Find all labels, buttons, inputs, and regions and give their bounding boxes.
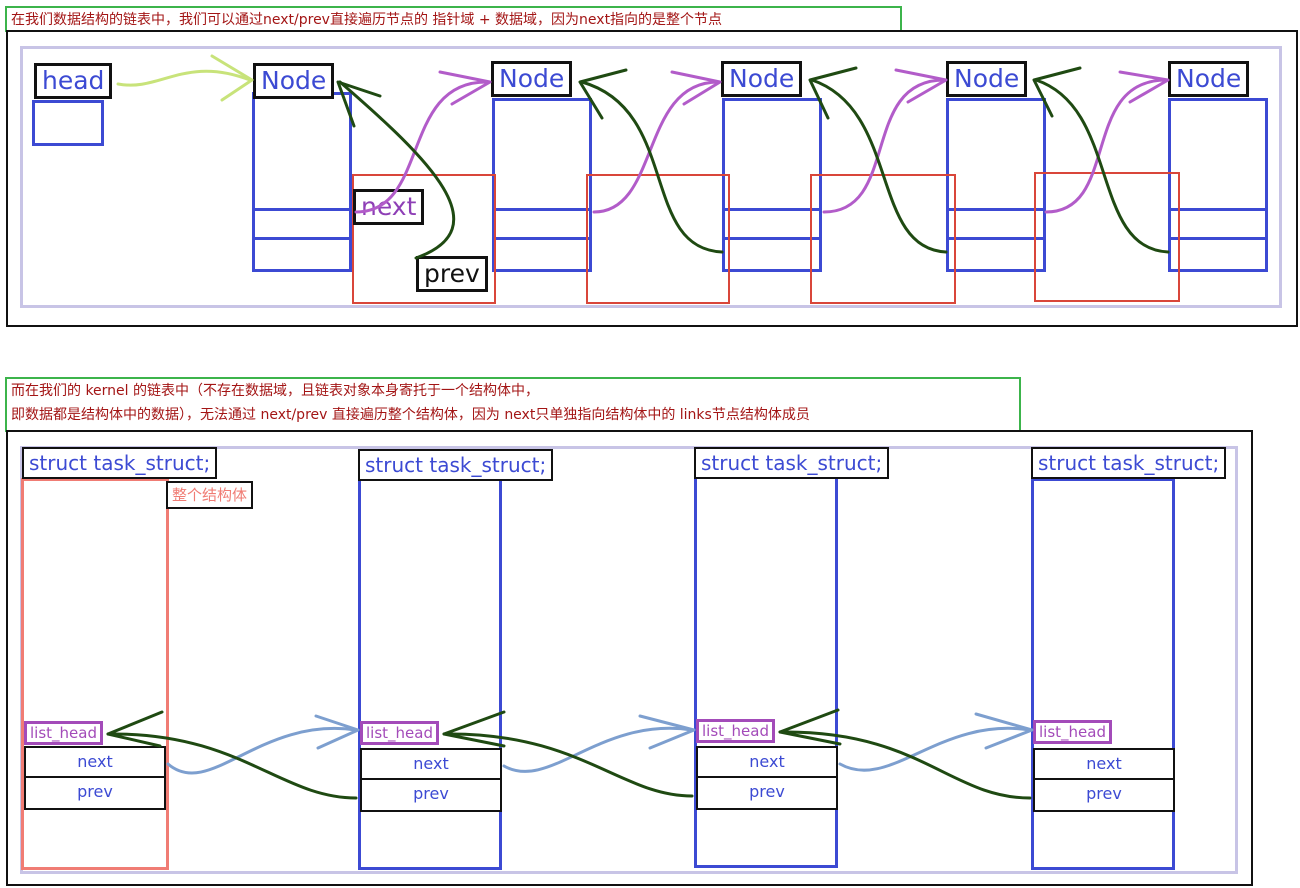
node-2-next-row bbox=[492, 208, 592, 240]
next-label: next bbox=[353, 189, 425, 225]
list-head-label-1: list_head bbox=[24, 721, 103, 745]
next-arrowhead-1 bbox=[438, 70, 492, 106]
kernel-prev-arrow-2 bbox=[442, 732, 694, 798]
node-1-next-row bbox=[252, 208, 352, 240]
kernel-prev-arrowhead-3 bbox=[778, 708, 842, 746]
next-field-2: next bbox=[360, 748, 502, 780]
kernel-prev-arrowhead-2 bbox=[442, 710, 506, 748]
kernel-next-arrow-1 bbox=[166, 726, 358, 775]
node-label-4: Node bbox=[946, 61, 1028, 97]
kernel-next-arrow-2 bbox=[502, 726, 694, 773]
top-caption-text: 在我们数据结构的链表中，我们可以通过next/prev直接遍历节点的 指针域 +… bbox=[11, 12, 723, 28]
node-4-next-row bbox=[946, 208, 1046, 240]
next-arrowhead-2 bbox=[670, 70, 722, 106]
prev-arrowhead-1 bbox=[336, 80, 382, 128]
prev-arrowhead-2 bbox=[578, 68, 628, 120]
pointer-field-highlight-4 bbox=[1034, 172, 1180, 302]
next-field-4: next bbox=[1033, 748, 1175, 780]
head-to-node-arrowhead bbox=[210, 54, 254, 102]
prev-field-3: prev bbox=[696, 776, 838, 810]
prev-label: prev bbox=[416, 256, 488, 292]
next-arrow-2 bbox=[592, 80, 720, 214]
struct-title-3: struct task_struct; bbox=[694, 447, 890, 479]
kernel-prev-arrow-1 bbox=[106, 732, 358, 800]
prev-field-2: prev bbox=[360, 778, 502, 812]
node-label-1: Node bbox=[253, 63, 335, 99]
top-diagram-frame bbox=[6, 30, 1298, 327]
whole-struct-note: 整个结构体 bbox=[166, 481, 254, 509]
next-arrow-3 bbox=[822, 78, 946, 214]
prev-arrowhead-4 bbox=[1032, 66, 1082, 118]
prev-arrow-1 bbox=[338, 80, 456, 260]
node-label-5: Node bbox=[1168, 61, 1250, 97]
bottom-diagram-frame bbox=[6, 430, 1253, 886]
top-diagram-inner-border bbox=[20, 46, 1282, 308]
kernel-prev-arrowhead-1 bbox=[106, 710, 164, 748]
head-pointer-box bbox=[32, 100, 104, 146]
kernel-next-arrowhead-3 bbox=[974, 712, 1034, 750]
prev-arrow-4 bbox=[1034, 78, 1170, 254]
node-body-2 bbox=[492, 98, 592, 272]
struct-title-1: struct task_struct; bbox=[22, 447, 218, 479]
pointer-field-highlight-1 bbox=[352, 174, 496, 304]
bottom-caption-line-1: 而在我们的 kernel 的链表中（不存在数据域，且链表对象本身寄托于一个结构体… bbox=[11, 383, 540, 399]
struct-title-4: struct task_struct; bbox=[1031, 447, 1227, 479]
kernel-next-arrowhead-1 bbox=[314, 714, 360, 750]
node-body-4 bbox=[946, 98, 1046, 272]
next-arrow-4 bbox=[1044, 78, 1168, 214]
head-label: head bbox=[34, 63, 113, 99]
next-arrowhead-3 bbox=[894, 68, 948, 104]
node-body-5 bbox=[1168, 98, 1268, 272]
struct-title-2: struct task_struct; bbox=[358, 449, 554, 481]
prev-arrowhead-3 bbox=[808, 66, 858, 120]
prev-arrow-3 bbox=[810, 78, 948, 254]
prev-field-1: prev bbox=[24, 776, 166, 810]
struct-body-4 bbox=[1031, 478, 1175, 870]
kernel-next-arrowhead-2 bbox=[638, 714, 696, 750]
node-label-2: Node bbox=[491, 61, 573, 97]
struct-body-1 bbox=[21, 478, 169, 870]
prev-field-4: prev bbox=[1033, 778, 1175, 812]
kernel-next-arrow-3 bbox=[838, 726, 1032, 772]
list-head-label-2: list_head bbox=[360, 721, 439, 745]
prev-arrow-2 bbox=[580, 80, 724, 254]
node-5-next-row bbox=[1168, 208, 1268, 240]
list-head-label-4: list_head bbox=[1033, 720, 1112, 744]
next-arrow-1 bbox=[354, 80, 490, 214]
next-arrowhead-4 bbox=[1118, 70, 1170, 104]
head-to-node-arrow bbox=[116, 69, 252, 87]
bottom-caption-line-2: 即数据都是结构体中的数据），无法通过 next/prev 直接遍历整个结构体，因… bbox=[11, 407, 810, 423]
node-body-3 bbox=[722, 98, 822, 272]
node-label-3: Node bbox=[721, 61, 803, 97]
list-head-label-3: list_head bbox=[696, 719, 775, 743]
node-3-next-row bbox=[722, 208, 822, 240]
kernel-prev-arrow-3 bbox=[778, 730, 1032, 800]
